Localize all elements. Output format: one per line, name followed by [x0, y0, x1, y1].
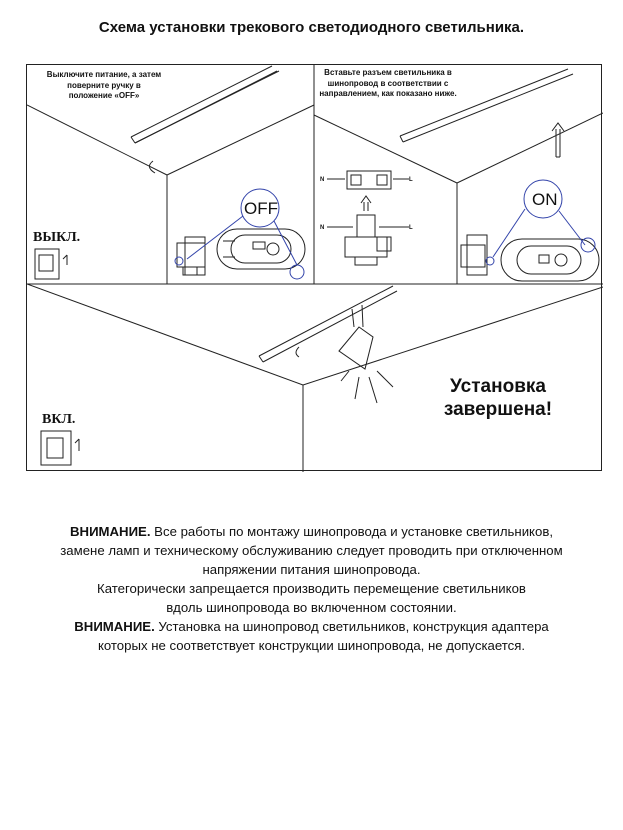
panel1-track-rail — [130, 65, 280, 144]
l-label-bottom: L — [409, 225, 413, 231]
warning1-line1: ВНИМАНИЕ. Все работы по монтажу шинопров… — [0, 522, 623, 541]
off-bubble-label: OFF — [244, 199, 278, 218]
prohibit-line2: вдоль шинопровода во включенном состояни… — [166, 600, 457, 615]
step1-note: Выключите питание, а затем поверните руч… — [46, 70, 162, 100]
done-line-1: Установка — [450, 376, 546, 397]
panel3-track-rail — [258, 285, 398, 363]
panel1-adapter-detail — [176, 228, 306, 276]
panel2-room — [313, 112, 603, 284]
warning2-text: Установка на шинопровод светильников, ко… — [154, 619, 549, 634]
rotate-arrow-icon — [149, 160, 156, 174]
off-indicator-icon — [174, 188, 305, 280]
warning2-line1: ВНИМАНИЕ. Установка на шинопровод светил… — [0, 617, 623, 636]
switch-on-icon — [40, 430, 80, 466]
installation-complete-text: Установка завершена! — [427, 375, 569, 421]
warning1-text: Все работы по монтажу шинопровода и уста… — [150, 524, 553, 539]
warning1-line3: напряжении питания шинопровода. — [202, 562, 421, 577]
installed-luminaire-icon — [338, 304, 394, 404]
warning2-line2: которых не соответствует конструкции шин… — [97, 638, 526, 653]
diagram-drawing — [27, 65, 603, 472]
panel3-rotate-arrow-icon — [295, 346, 300, 358]
adapter-profile-icon — [327, 195, 409, 266]
on-indicator-icon — [485, 179, 596, 266]
panel1-room — [27, 104, 315, 284]
warning2-label: ВНИМАНИЕ. — [74, 619, 155, 634]
panel2-adapter-detail — [460, 234, 600, 282]
n-label-bottom: N — [320, 225, 325, 231]
installation-diagram: Выключите питание, а затем поверните руч… — [26, 64, 603, 472]
track-profile-icon — [327, 170, 409, 190]
step2-note: Вставьте разъем светильника в шинопровод… — [319, 68, 457, 98]
n-label-top: N — [320, 177, 325, 183]
warning1-line2: замене ламп и техническому обслуживанию … — [60, 543, 563, 558]
done-line-2: завершена! — [443, 399, 553, 420]
warning1-label: ВНИМАНИЕ. — [70, 524, 151, 539]
switch-off-label: ВЫКЛ. — [33, 230, 81, 245]
on-bubble-label: ON — [532, 190, 558, 209]
insert-direction-arrow-icon — [551, 122, 565, 158]
safety-notes: ВНИМАНИЕ. Все работы по монтажу шинопров… — [0, 522, 623, 655]
switch-off-icon — [34, 248, 68, 280]
prohibit-line1: Категорически запрещается производить пе… — [97, 581, 526, 596]
switch-on-label: ВКЛ. — [42, 412, 76, 427]
panel3-room — [27, 283, 603, 472]
page-title: Схема установки трекового светодиодного … — [98, 19, 525, 36]
panel2-track-rail — [399, 68, 574, 143]
l-label-top: L — [409, 177, 413, 183]
